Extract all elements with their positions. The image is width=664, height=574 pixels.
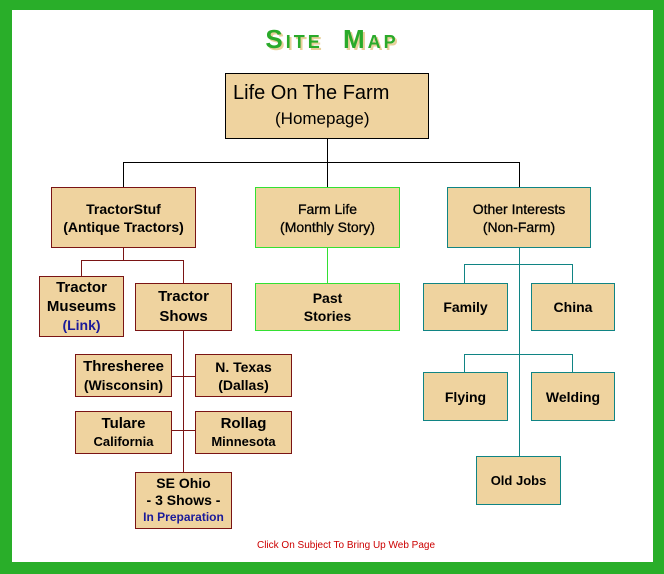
node-label: Old Jobs [490, 472, 547, 488]
china-node[interactable]: China [531, 283, 615, 331]
tractor-museums-node[interactable]: Tractor Museums (Link) [39, 276, 124, 337]
node-label: China [553, 299, 593, 315]
welding-node[interactable]: Welding [531, 372, 615, 421]
node-label: Museums [46, 298, 117, 315]
node-label: Flying [444, 388, 487, 405]
node-label: Welding [545, 388, 601, 405]
node-sublabel: California [93, 433, 154, 449]
tractorstuf-node[interactable]: TractorStuf (Antique Tractors) [51, 187, 196, 248]
node-sublabel: Minnesota [211, 433, 276, 449]
connector [464, 264, 465, 283]
connector [519, 162, 520, 187]
connector [123, 162, 124, 187]
node-sublabel: (Non-Farm) [482, 218, 556, 235]
home-line1: Life On The Farm [233, 82, 390, 104]
node-label: Past [312, 290, 343, 306]
connector [123, 247, 124, 260]
connector [464, 354, 465, 372]
other-interests-node[interactable]: Other Interests (Non-Farm) [447, 187, 591, 248]
rollag-node[interactable]: Rollag Minnesota [195, 411, 292, 454]
thresheree-node[interactable]: Thresheree (Wisconsin) [75, 354, 172, 397]
node-sublabel: (Wisconsin) [83, 376, 164, 393]
connector [519, 247, 520, 456]
connector [464, 354, 573, 355]
connector [327, 247, 328, 283]
node-label: Shows [159, 308, 208, 325]
node-label: Rollag [220, 414, 267, 432]
connector [171, 376, 195, 377]
node-label: SE Ohio [156, 475, 211, 491]
home-node[interactable]: Life On The Farm (Homepage) [225, 73, 429, 139]
connector [81, 260, 184, 261]
footer-instruction: Click On Subject To Bring Up Web Page [256, 540, 436, 551]
link-label[interactable]: (Link) [62, 317, 101, 333]
node-label: TractorStuf [86, 200, 161, 217]
tractor-shows-node[interactable]: Tractor Shows [135, 283, 232, 331]
past-stories-node[interactable]: Past Stories [255, 283, 400, 331]
node-label: Tractor [56, 279, 107, 296]
node-sublabel: (Monthly Story) [280, 218, 375, 235]
connector [572, 264, 573, 283]
family-node[interactable]: Family [423, 283, 508, 331]
node-label: Stories [303, 308, 352, 324]
page-title: Site Map [265, 24, 399, 54]
node-label: Farm Life [297, 200, 358, 217]
tulare-node[interactable]: Tulare California [75, 411, 172, 454]
n-texas-node[interactable]: N. Texas (Dallas) [195, 354, 292, 397]
node-label: N. Texas [215, 358, 272, 375]
connector [81, 260, 82, 276]
node-sublabel: - 3 Shows - [146, 492, 221, 508]
old-jobs-node[interactable]: Old Jobs [476, 456, 561, 505]
node-sublabel: (Antique Tractors) [63, 218, 184, 235]
connector [123, 162, 520, 163]
home-line2: (Homepage) [275, 109, 370, 128]
status-label: In Preparation [143, 510, 224, 524]
node-label: Thresheree [83, 357, 164, 375]
connector [572, 354, 573, 372]
connector [183, 260, 184, 472]
connector [171, 430, 195, 431]
farm-life-node[interactable]: Farm Life (Monthly Story) [255, 187, 400, 248]
node-label: Family [443, 299, 488, 315]
node-label: Other Interests [472, 200, 566, 217]
node-label: Tractor [158, 288, 209, 305]
connector [464, 264, 573, 265]
flying-node[interactable]: Flying [423, 372, 508, 421]
node-sublabel: (Dallas) [218, 376, 269, 393]
se-ohio-node[interactable]: SE Ohio - 3 Shows - In Preparation [135, 472, 232, 529]
node-label: Tulare [101, 414, 146, 432]
